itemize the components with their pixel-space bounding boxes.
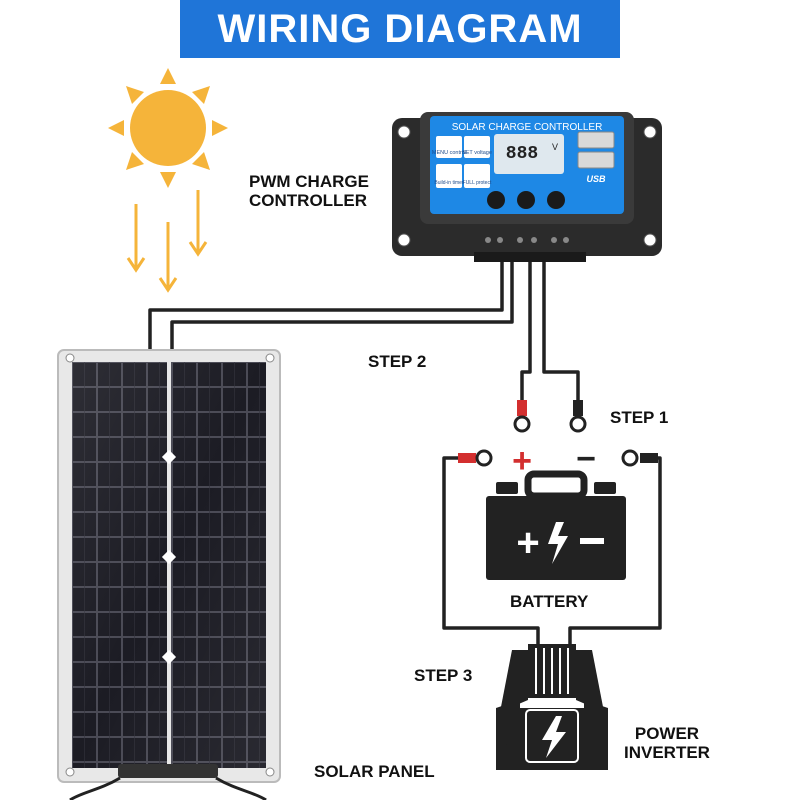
set-voltage-label: SET voltage [462,150,492,156]
lcd-display: 888 [506,144,538,164]
controller-label: PWM CHARGE CONTROLLER [249,172,369,210]
inverter-label-line2: INVERTER [624,743,710,762]
svg-text:+: + [516,521,539,565]
step1-positive-terminal [513,400,531,433]
wires [148,260,662,646]
solar-panel-icon [57,349,281,800]
usb-label: USB [586,174,606,184]
lcd-unit: V [552,142,558,152]
inverter-icon [496,644,608,770]
page-title: WIRING DIAGRAM [217,6,583,51]
battery-icon: + [486,470,626,580]
controller-label-line2: CONTROLLER [249,191,368,210]
battery-positive-terminal [458,449,493,467]
battery-negative-terminal [621,449,658,467]
timer-label: Build-in timer [434,180,464,186]
controller-screen-header: SOLAR CHARGE CONTROLLER [452,122,603,133]
step3-label: STEP 3 [414,666,473,685]
menu-control-label: MENU control [432,150,466,156]
solar-panel-label: SOLAR PANEL [314,762,435,781]
sunlight-arrows-icon [126,190,208,293]
controller-button-left [487,191,505,209]
title-banner: WIRING DIAGRAM [180,0,620,58]
charge-controller: SOLAR CHARGE CONTROLLER MENU control SET… [392,112,662,262]
inverter-label: POWER INVERTER [624,724,710,762]
battery-minus-sign: − [576,440,596,478]
step2-label: STEP 2 [368,352,427,371]
controller-label-line1: PWM CHARGE [249,172,369,191]
battery-plus-sign: + [512,442,532,480]
sun-icon [108,68,228,188]
battery-label: BATTERY [510,592,589,611]
step1-negative-terminal [569,400,587,433]
protect-label: FULL protect [463,180,492,186]
inverter-label-line1: POWER [634,724,700,743]
step1-label: STEP 1 [610,408,669,427]
controller-button-middle [517,191,535,209]
controller-button-right [547,191,565,209]
